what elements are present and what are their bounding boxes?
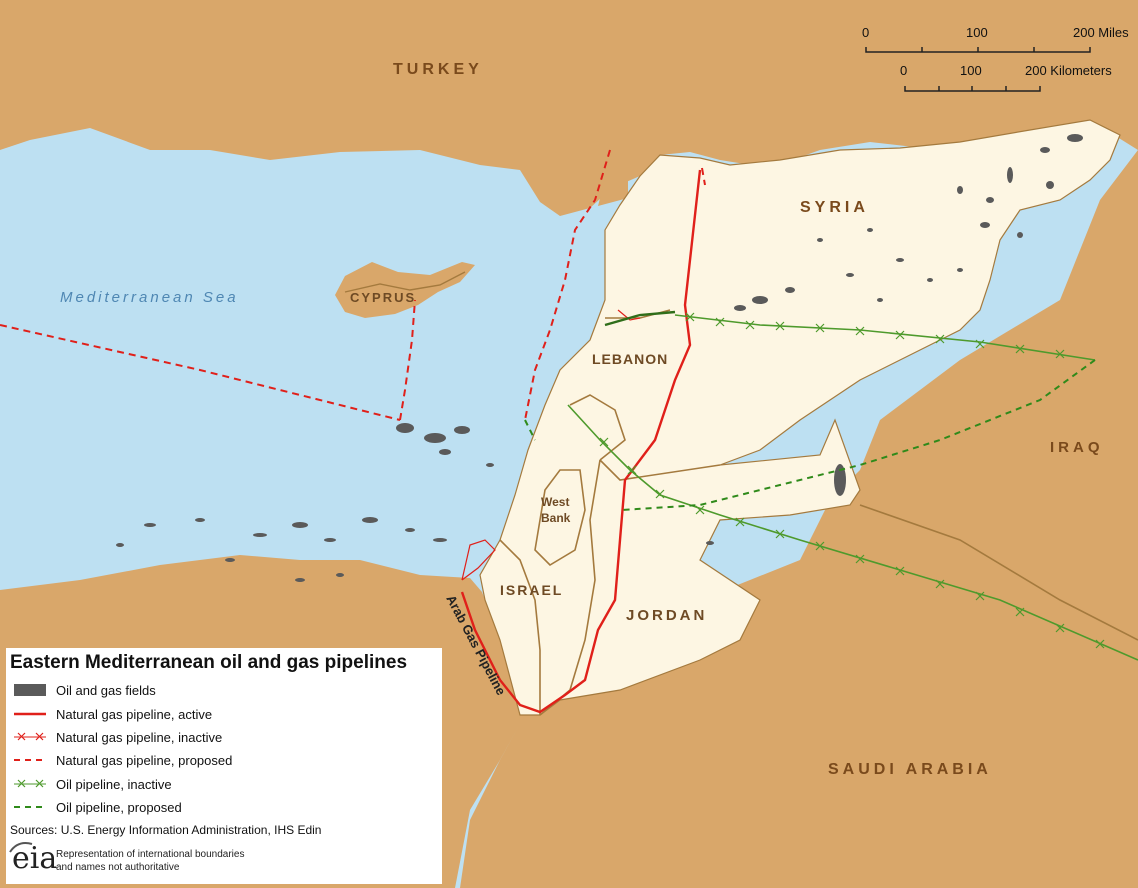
eia-logo: eia: [12, 841, 58, 876]
eia-logo-arc-icon: [9, 842, 33, 853]
label-israel: ISRAEL: [500, 582, 563, 598]
natural-gas-active-pipelines: [460, 169, 702, 714]
natural-gas-proposed-pipelines: [0, 149, 706, 421]
scale-bar: [865, 47, 1091, 92]
turkey-land: [0, 0, 1138, 216]
label-saudi-arabia: SAUDI ARABIA: [828, 761, 992, 778]
label-iraq: IRAQ: [1050, 439, 1104, 456]
legend-item-label: Oil pipeline, inactive: [56, 776, 172, 792]
label-west-bank-1: West: [541, 495, 569, 509]
green-cross-line-icon: [14, 779, 46, 788]
red-cross-line-icon: [14, 732, 46, 741]
country-borders: [499, 309, 1138, 716]
legend-item-label: Oil and gas fields: [56, 682, 156, 698]
scale-km-200: 200 Kilometers: [1025, 63, 1112, 78]
legend-item-label: Oil pipeline, proposed: [56, 799, 182, 815]
iskenderun-land: [598, 152, 628, 206]
legend-item-gas-inactive: Natural gas pipeline, inactive: [12, 727, 222, 747]
legend-item-label: Natural gas pipeline, proposed: [56, 752, 233, 768]
red-solid-line-icon: [14, 712, 46, 716]
legend-disclaimer-line-2: and names not authoritative: [56, 862, 180, 873]
label-west-bank-2: Bank: [541, 511, 571, 525]
legend-item-oil-proposed: Oil pipeline, proposed: [12, 797, 182, 817]
legend-title: Eastern Mediterranean oil and gas pipeli…: [10, 652, 408, 673]
legend-disclaimer: Representation of international boundari…: [56, 848, 276, 874]
legend-item-gas-proposed: Natural gas pipeline, proposed: [12, 750, 232, 770]
legend-item-label: Natural gas pipeline, inactive: [56, 729, 223, 745]
scale-miles-200: 200 Miles: [1073, 25, 1129, 40]
oil-inactive-pipeline-markers: [599, 312, 1105, 649]
label-syria: SYRIA: [800, 199, 869, 216]
legend-item-oil-inactive: Oil pipeline, inactive: [12, 774, 172, 794]
green-dashed-line-icon: [14, 806, 46, 808]
label-jordan: JORDAN: [626, 607, 707, 624]
label-mediterranean-sea: Mediterranean Sea: [60, 289, 239, 306]
legend-item-gas-active: Natural gas pipeline, active: [12, 704, 212, 724]
label-turkey: TURKEY: [393, 61, 483, 78]
scale-km-100: 100: [960, 63, 982, 78]
legend-disclaimer-line-1: Representation of international boundari…: [56, 849, 245, 860]
map-legend: Eastern Mediterranean oil and gas pipeli…: [6, 648, 442, 884]
legend-item-label: Natural gas pipeline, active: [56, 706, 213, 722]
label-cyprus: CYPRUS: [350, 290, 416, 305]
scale-km-0: 0: [900, 63, 907, 78]
scale-miles-0: 0: [862, 25, 869, 40]
field-swatch-icon: [14, 684, 46, 696]
oil-gas-fields: [116, 134, 1083, 582]
red-dashed-line-icon: [14, 759, 46, 761]
legend-sources: Sources: U.S. Energy Information Adminis…: [10, 823, 322, 837]
label-lebanon: LEBANON: [592, 351, 668, 367]
cyprus-green-line: [344, 271, 466, 293]
scale-miles-100: 100: [966, 25, 988, 40]
oil-proposed-pipelines: [524, 359, 1096, 511]
cyprus-island: [335, 262, 475, 318]
natural-gas-inactive-pipelines: [461, 309, 641, 581]
legend-item-fields: Oil and gas fields: [12, 680, 156, 700]
iraq-saudi-land: [460, 150, 1138, 888]
